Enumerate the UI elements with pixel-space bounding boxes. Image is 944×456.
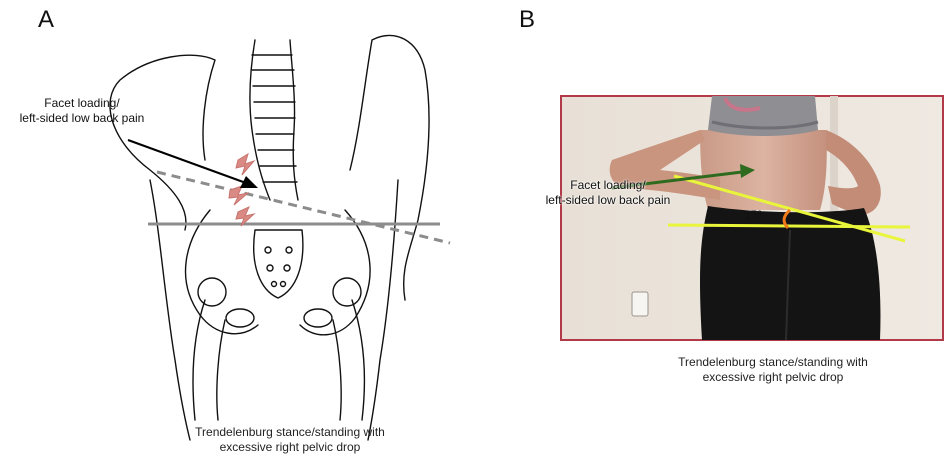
panel-b-annotation-line2: left-sided low back pain <box>528 193 688 208</box>
wall-outlet <box>632 292 648 316</box>
tank-top <box>708 96 818 136</box>
panel-b-caption: Trendelenburg stance/standing with exces… <box>613 355 933 385</box>
panel-b-annotation-line1: Facet loading/ <box>528 178 688 193</box>
panel-b-caption-line2: excessive right pelvic drop <box>613 370 933 385</box>
panel-b-annotation: Facet loading/ left-sided low back pain <box>528 178 688 208</box>
angle-label: 15º <box>744 208 762 222</box>
level-reference-line-b <box>668 225 910 227</box>
panel-b-caption-line1: Trendelenburg stance/standing with <box>613 355 933 370</box>
